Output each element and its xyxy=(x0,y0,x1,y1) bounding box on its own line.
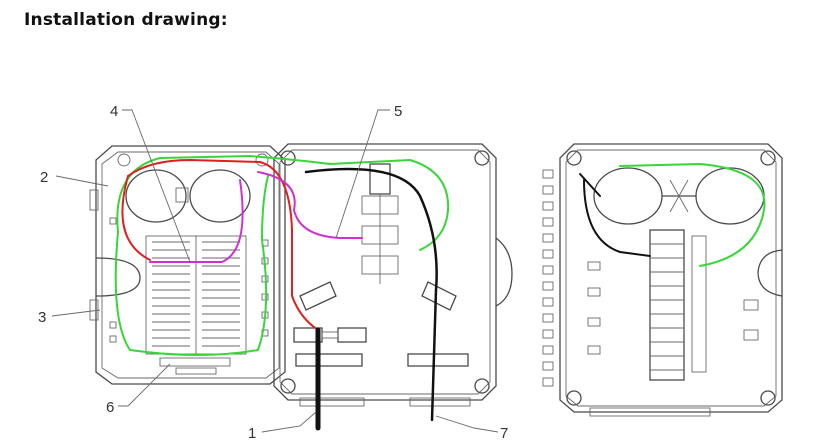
callout-1: 1 xyxy=(248,411,317,440)
callout-label-7: 7 xyxy=(500,425,508,440)
callout-label-4: 4 xyxy=(110,103,118,120)
door-slots xyxy=(109,217,269,343)
page-title: Installation drawing: xyxy=(24,10,228,30)
splice-tray-guides xyxy=(125,169,251,223)
callout-label-5: 5 xyxy=(394,103,402,120)
adapter-column xyxy=(361,163,399,284)
fiber-routing xyxy=(114,155,450,431)
callout-5: 5 xyxy=(335,103,402,239)
adapter-bank xyxy=(649,229,707,381)
splice-holders xyxy=(145,235,247,355)
callout-label-1: 1 xyxy=(248,425,256,440)
callout-6: 6 xyxy=(106,363,171,416)
callout-4: 4 xyxy=(110,103,191,263)
callout-label-6: 6 xyxy=(106,399,114,416)
door-panel xyxy=(89,145,286,385)
callout-3: 3 xyxy=(38,309,101,326)
callout-label-3: 3 xyxy=(38,309,46,326)
callout-2: 2 xyxy=(40,169,109,187)
callout-label-2: 2 xyxy=(40,169,48,186)
right-enclosure xyxy=(542,143,783,417)
cable-clamps xyxy=(293,281,469,367)
hinge-teeth xyxy=(542,169,554,387)
base-panel xyxy=(273,143,513,407)
callout-7: 7 xyxy=(435,415,508,440)
